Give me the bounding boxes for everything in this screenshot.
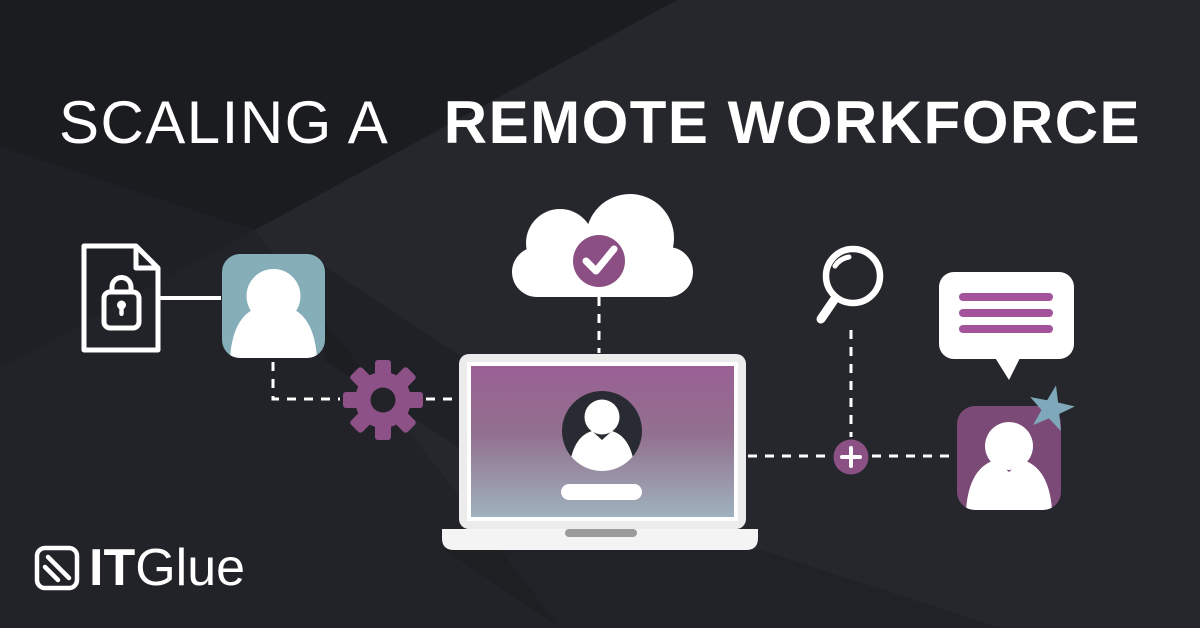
brand-bold: IT bbox=[89, 539, 136, 597]
locked-document-icon bbox=[81, 243, 161, 353]
itglue-mark-icon bbox=[34, 545, 80, 591]
check-icon bbox=[582, 245, 618, 275]
chat-text-lines bbox=[959, 293, 1053, 333]
connector-lines bbox=[160, 296, 954, 458]
brand-logo-text: ITGlue bbox=[89, 542, 245, 594]
user-avatar-plum-icon bbox=[957, 385, 1075, 510]
search-icon bbox=[816, 245, 884, 324]
laptop-login-avatar bbox=[442, 354, 758, 550]
dashed-avatar-gear bbox=[271, 362, 340, 401]
laptop-notch bbox=[565, 529, 637, 537]
check-circle bbox=[573, 235, 625, 287]
page-title: SCALING A REMOTE WORKFORCE bbox=[0, 92, 1200, 154]
gear-icon bbox=[343, 360, 423, 440]
login-field bbox=[561, 484, 642, 500]
title-bold: REMOTE WORKFORCE bbox=[443, 89, 1142, 156]
chat-bubble-icon bbox=[939, 272, 1074, 380]
cloud-check-icon bbox=[512, 194, 693, 297]
brand-logo: ITGlue bbox=[34, 542, 245, 594]
star-badge-icon bbox=[1030, 385, 1075, 431]
title-light: SCALING A bbox=[58, 89, 390, 156]
add-plus-icon bbox=[833, 439, 869, 475]
user-avatar-teal-icon bbox=[222, 254, 325, 358]
brand-regular: Glue bbox=[135, 539, 246, 597]
laptop-base bbox=[442, 529, 758, 550]
